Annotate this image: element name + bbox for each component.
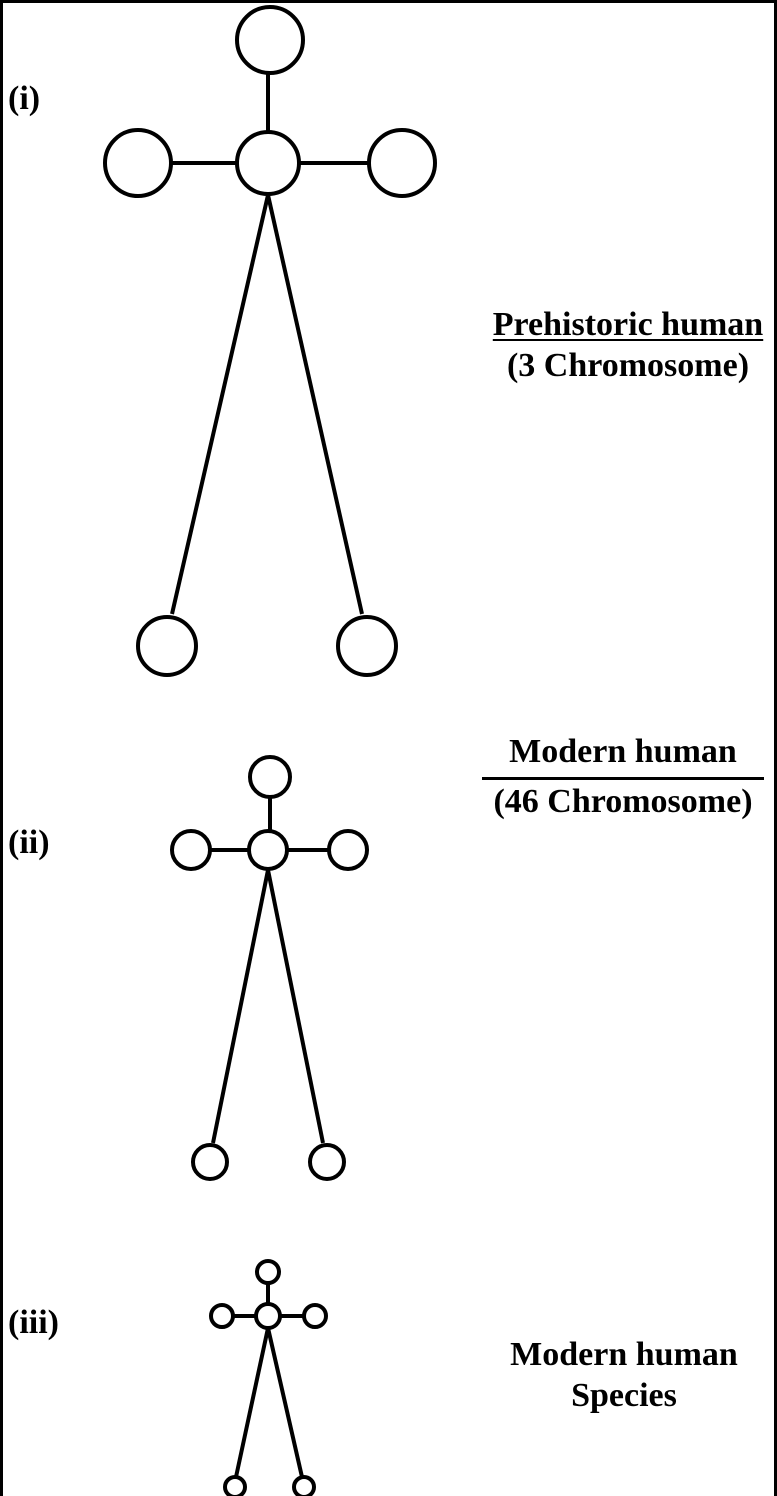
figure-label-ii: (ii) bbox=[8, 824, 50, 861]
head-circle bbox=[248, 755, 292, 799]
caption-subtitle: Species bbox=[571, 1376, 677, 1414]
center-circle bbox=[247, 829, 289, 871]
caption-prehistoric-human: Prehistoric human (3 Chromosome) bbox=[480, 305, 776, 387]
head-circle bbox=[235, 5, 305, 75]
center-circle bbox=[254, 1302, 282, 1330]
caption-modern-human-species: Modern human Species bbox=[496, 1335, 752, 1417]
right-arm-circle bbox=[367, 128, 437, 198]
stick-figure-i bbox=[103, 5, 437, 677]
right-arm-circle bbox=[327, 829, 369, 871]
stick-figure-ii bbox=[170, 755, 369, 1181]
figure-label-i: (i) bbox=[8, 80, 41, 117]
left-foot-circle bbox=[136, 615, 198, 677]
right-foot-circle bbox=[292, 1475, 316, 1496]
head-circle bbox=[255, 1259, 281, 1285]
left-arm-circle bbox=[209, 1303, 235, 1329]
caption-subtitle: (3 Chromosome) bbox=[506, 346, 750, 384]
center-circle bbox=[235, 130, 301, 196]
right-arm-circle bbox=[302, 1303, 328, 1329]
caption-title: Modern human bbox=[510, 1336, 738, 1373]
left-foot-circle bbox=[223, 1475, 247, 1496]
caption-title: Prehistoric human bbox=[492, 306, 764, 343]
stick-figure-iii bbox=[209, 1259, 328, 1496]
right-foot-circle bbox=[336, 615, 398, 677]
caption-subtitle: (46 Chromosome) bbox=[493, 782, 753, 820]
figure-label-iii: (iii) bbox=[8, 1304, 59, 1341]
left-arm-circle bbox=[103, 128, 173, 198]
left-arm-circle bbox=[170, 829, 212, 871]
right-foot-circle bbox=[308, 1143, 346, 1181]
caption-modern-human-chromosome: Modern human (46 Chromosome) bbox=[482, 732, 764, 823]
caption-title: Modern human bbox=[482, 732, 764, 780]
left-foot-circle bbox=[191, 1143, 229, 1181]
